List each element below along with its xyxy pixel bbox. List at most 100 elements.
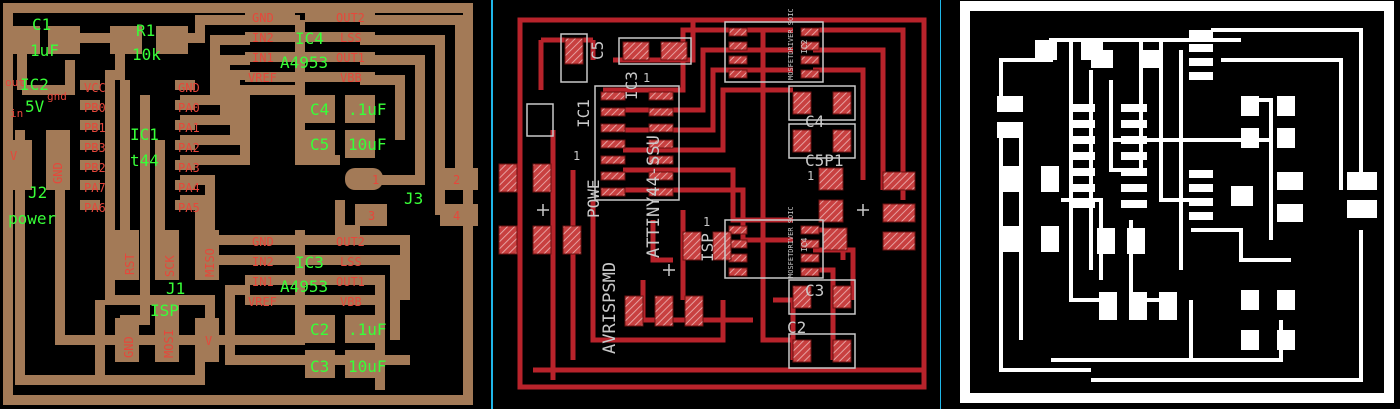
c4-value: .1uF — [348, 100, 387, 119]
layout-labels: C5 IC1 IC3 ATTINY44-SSU POWE AVRISPSMD I… — [573, 8, 844, 354]
layout-pin1-d: 1 — [643, 71, 650, 85]
c3-ref: C3 — [310, 357, 329, 376]
mill-board-svg — [960, 1, 1394, 403]
board-layout-panel: C5 IC1 IC3 ATTINY44-SSU POWE AVRISPSMD I… — [493, 0, 941, 409]
pin-pa4: PA4 — [178, 181, 200, 195]
layout-c5p1-label: C5P1 — [805, 151, 844, 170]
ic3-ref: IC3 — [295, 253, 324, 272]
layout-ic4-tag: IC4 — [800, 237, 809, 252]
pin-labels: VCC PB0 PB1 PB3 PB2 PA7 PA6 GND PA0 PA1 … — [5, 11, 460, 358]
j3-pin-2: 2 — [453, 173, 460, 187]
r1-ref: R1 — [136, 21, 155, 40]
copper-board-svg: VCC PB0 PB1 PB3 PB2 PA7 PA6 GND PA0 PA1 … — [3, 3, 478, 405]
layout-c2-label: C2 — [787, 318, 806, 337]
pin-gnd-a: GND — [178, 81, 200, 95]
c1-ref: C1 — [32, 15, 51, 34]
j2-ref: J2 — [28, 183, 47, 202]
ic4-value: A4953 — [280, 53, 328, 72]
ic2-in-label: in — [10, 107, 23, 120]
j2-gnd-label: GND — [51, 162, 65, 184]
pin-pa3: PA3 — [178, 161, 200, 175]
c3-value: 10uF — [348, 357, 387, 376]
c2-ref: C2 — [310, 320, 329, 339]
layout-isp-label: ISP — [698, 233, 717, 262]
ic2-ref: IC2 — [20, 75, 49, 94]
j3-pin-4: 4 — [453, 209, 460, 223]
copper-pads — [8, 12, 478, 378]
layout-powe-label: POWE — [584, 179, 603, 218]
pin-pb0: PB0 — [84, 101, 106, 115]
ic4-pin-out2: OUT2 — [336, 11, 365, 25]
ic4-pin-in2: IN2 — [252, 31, 274, 45]
pin-pa5: PA5 — [178, 201, 200, 215]
ic2-value: 5V — [25, 97, 45, 116]
pin-pa7: PA7 — [84, 181, 106, 195]
pin-pa6: PA6 — [84, 201, 106, 215]
mill-outline — [960, 1, 1394, 403]
layout-ic3-label: IC3 — [622, 71, 641, 100]
mill-traces — [999, 28, 1363, 382]
copper-traces — [3, 3, 473, 405]
layout-mosfet-top: MOSFETDRIVER SOIC — [787, 8, 795, 80]
pin-pb3: PB3 — [84, 141, 106, 155]
ic4-pin-out1: OUT1 — [336, 51, 365, 65]
isp-v-label: V — [205, 334, 212, 348]
mill-traces-panel — [941, 0, 1400, 409]
c1-value: 1uF — [30, 41, 59, 60]
j2-value: power — [8, 209, 57, 228]
layout-pin1-c: 1 — [807, 169, 814, 183]
ic4-pin-gnd: GND — [252, 11, 274, 25]
ic3-value: A4953 — [280, 277, 328, 296]
r1-value: 10k — [132, 45, 161, 64]
ic3-pin-gnd: GND — [252, 235, 274, 249]
ic3-pin-out1: OUT1 — [336, 275, 365, 289]
pin-vcc: VCC — [84, 81, 106, 95]
j3-pin-1: 1 — [372, 173, 379, 187]
layout-attiny-label: ATTINY44-SSU — [644, 135, 664, 258]
layout-mosfet-bottom: MOSFETDRIVER SOIC — [787, 206, 795, 278]
ic4-pin-in1: IN1 — [252, 51, 274, 65]
pin-pb1: PB1 — [84, 121, 106, 135]
panel-separator — [491, 0, 493, 409]
layout-pin1-b: 1 — [703, 215, 710, 229]
layout-board-svg: C5 IC1 IC3 ATTINY44-SSU POWE AVRISPSMD I… — [498, 8, 927, 390]
layout-pads — [498, 27, 916, 363]
ic1-value: t44 — [130, 151, 159, 170]
j1-value: ISP — [150, 301, 179, 320]
mill-pads — [997, 30, 1377, 350]
isp-gnd-label: GND — [122, 336, 136, 358]
ic3-pin-lss: LSS — [340, 255, 362, 269]
ic4-pin-vref: VREF — [248, 71, 277, 85]
ic4-pin-lss: LSS — [340, 31, 362, 45]
layout-avrisp-label: AVRISPSMD — [600, 262, 620, 354]
pin-pa1: PA1 — [178, 121, 200, 135]
layout-pin1-a: 1 — [573, 149, 580, 163]
silkscreen — [526, 21, 869, 369]
c4-ref: C4 — [310, 100, 329, 119]
layout-ic2-tag: IC2 — [800, 39, 809, 54]
ic2-out-label: out — [5, 76, 25, 89]
ic3-pin-in2: IN2 — [252, 255, 274, 269]
isp-miso-label: MISO — [203, 248, 217, 277]
j3-pin-3: 3 — [368, 209, 375, 223]
ic3-pin-in1: IN1 — [252, 275, 274, 289]
ic4-pin-vbb: VBB — [340, 71, 362, 85]
layout-ic1-label: IC1 — [574, 99, 593, 128]
ic1-ref: IC1 — [130, 125, 159, 144]
pin-pa2: PA2 — [178, 141, 200, 155]
c2-value: .1uF — [348, 320, 387, 339]
j2-v-label: V — [10, 149, 17, 163]
layout-traces — [517, 17, 927, 390]
isp-rst-label: RST — [123, 253, 137, 275]
copper-render-panel: VCC PB0 PB1 PB3 PB2 PA7 PA6 GND PA0 PA1 … — [0, 0, 493, 409]
ic3-pin-vref: VREF — [248, 295, 277, 309]
pin-pb2: PB2 — [84, 161, 106, 175]
j3-ref: J3 — [404, 189, 423, 208]
isp-sck-label: SCK — [163, 255, 177, 277]
layout-c5-label: C5 — [588, 41, 607, 60]
component-labels: C1 1uF R1 10k IC2 5V IC1 t44 J2 power IC… — [8, 15, 423, 376]
ic2-gnd-label: gnd — [47, 90, 67, 103]
layout-c3-label: C3 — [805, 281, 824, 300]
c5-value: 10uF — [348, 135, 387, 154]
ic3-pin-out2: OUT2 — [336, 235, 365, 249]
